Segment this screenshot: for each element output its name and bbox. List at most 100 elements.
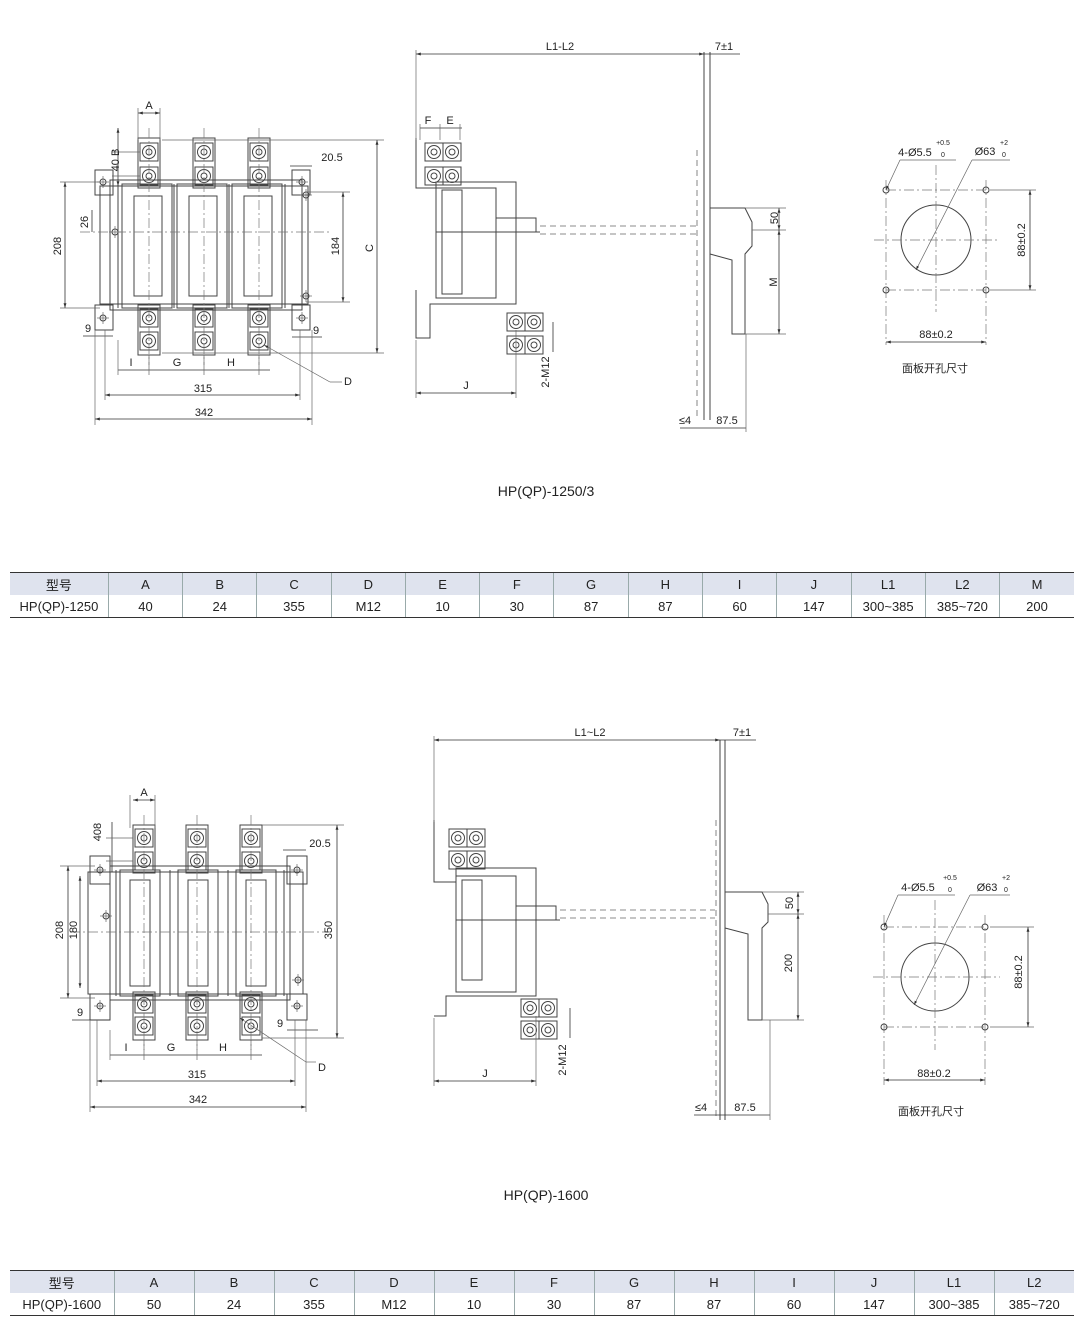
header-cell: D [330,572,406,595]
table-cell: 200 [999,595,1074,618]
table-cell: 24 [182,595,257,618]
header-cell: 型号 [10,572,109,595]
d2-dim-D: D [318,1062,326,1074]
table-cell: 10 [404,595,480,618]
d2-dim-50: 50 [784,897,796,909]
spec-table-1250: 型号 A B C D E F G H I J L1 L2 M HP(QP)-12… [10,572,1074,618]
header-cell: E [404,572,480,595]
d2-title: HP(QP)-1600 [503,1187,589,1203]
d1-dim-le4: ≤4 [679,415,691,427]
d2-front-view: A 408 20.5 208 180 350 9 9 I G H D 315 3… [54,787,344,1112]
d1-dim-holes-tol-upper: +0.5 [936,140,950,147]
d1-panel-cutout: 4-Ø5.5 +0.5 0 Ø63 +2 0 88±0.2 88±0.2 [874,140,1036,345]
header-cell: A [113,1270,194,1293]
d2-dim-m12: 2-M12 [557,1044,569,1075]
d2-dim-408: 408 [92,823,104,841]
table-cell: 50 [113,1293,194,1316]
d1-dim-C: C [364,244,376,252]
d1-dim-7: 7±1 [715,41,733,53]
header-cell: C [273,1270,354,1293]
table-cell: 40 [107,595,183,618]
d2-dim-342: 342 [189,1094,207,1106]
d1-dim-315: 315 [194,383,212,395]
d1-dim-E: E [446,115,453,127]
d1-dim-L: L1-L2 [546,41,574,53]
d2-dim-88-vertical: 88±0.2 [1013,955,1025,989]
table-cell: HP(QP)-1250 [10,595,109,618]
d1-dim-m12: 2-M12 [540,356,552,387]
table-cell: 24 [193,1293,274,1316]
d1-dim-bore-tol-lower: 0 [1002,152,1006,159]
header-cell: H [673,1270,754,1293]
d2-dim-holes-tol-upper: +0.5 [943,875,957,882]
table-cell: 385~720 [924,595,1000,618]
d2-dim-7: 7±1 [733,727,751,739]
header-cell: M [999,572,1074,595]
d2-dim-200: 200 [783,954,795,972]
d1-dim-F: F [425,115,432,127]
header-cell: 型号 [10,1270,114,1293]
header-cell: L1 [850,572,926,595]
table-cell: 30 [513,1293,594,1316]
table-header-row: 型号 A B C D E F G H I J L1 L2 M [10,572,1074,595]
d2-dim-J: J [482,1068,488,1080]
d1-dim-208: 208 [52,237,64,255]
d1-dim-9-left: 9 [85,323,91,335]
header-cell: D [353,1270,434,1293]
d1-dim-50: 50 [769,212,781,224]
d1-dim-J: J [463,380,469,392]
table-row: HP(QP)-1600 50 24 355 M12 10 30 87 87 60… [10,1293,1074,1316]
header-cell: E [433,1270,514,1293]
d2-dim-A: A [140,787,148,799]
d1-dim-I: I [129,357,132,369]
d1-dim-342: 342 [195,407,213,419]
d2-dim-315: 315 [188,1069,206,1081]
d1-dim-88-horizontal: 88±0.2 [919,329,953,341]
d1-dim-40b: 40 B [110,149,122,172]
header-cell: J [833,1270,914,1293]
d1-cutout-caption: 面板开孔尺寸 [902,363,968,375]
table-cell: 87 [553,595,629,618]
header-cell: H [627,572,703,595]
table-cell: 355 [273,1293,354,1316]
d1-dim-88-vertical: 88±0.2 [1016,223,1028,257]
header-cell: G [593,1270,674,1293]
d2-side-view: L1~L2 7±1 50 200 J 2-M12 ≤4 87.5 [433,727,804,1120]
d1-dim-D: D [344,376,352,388]
d2-dim-bore-tol-upper: +2 [1002,875,1010,882]
d2-dim-9-right: 9 [277,1018,283,1030]
table-cell: 60 [701,595,777,618]
d1-dim-A: A [145,100,153,112]
header-cell: L2 [993,1270,1074,1293]
d1-dim-holes: 4-Ø5.5 [898,147,932,159]
d2-dim-bore: Ø63 [977,882,998,894]
d2-dim-208: 208 [54,921,66,939]
d2-cutout-caption: 面板开孔尺寸 [898,1106,964,1118]
table-header-row: 型号 A B C D E F G H I J L1 L2 [10,1270,1074,1293]
d1-dim-M: M [768,277,780,286]
header-cell: L2 [924,572,1000,595]
d2-dim-180: 180 [68,921,80,939]
d2-dim-88-horizontal: 88±0.2 [917,1068,951,1080]
table-cell: 87 [627,595,703,618]
header-cell: J [776,572,852,595]
d1-title: HP(QP)-1250/3 [497,483,595,499]
d2-dim-350: 350 [323,921,335,939]
header-cell: I [701,572,777,595]
table-cell: 355 [256,595,332,618]
table-cell: 87 [593,1293,674,1316]
d2-dim-L: L1~L2 [575,727,606,739]
header-cell: A [107,572,183,595]
d2-dim-G: G [167,1042,176,1054]
table-cell: 300~385 [850,595,926,618]
table-cell: 147 [776,595,852,618]
header-cell: F [513,1270,594,1293]
table-cell: 60 [753,1293,834,1316]
d1-dim-G: G [173,357,182,369]
d2-dim-9-left: 9 [77,1007,83,1019]
header-cell: B [182,572,257,595]
header-cell: I [753,1270,834,1293]
header-cell: L1 [913,1270,994,1293]
header-cell: B [193,1270,274,1293]
